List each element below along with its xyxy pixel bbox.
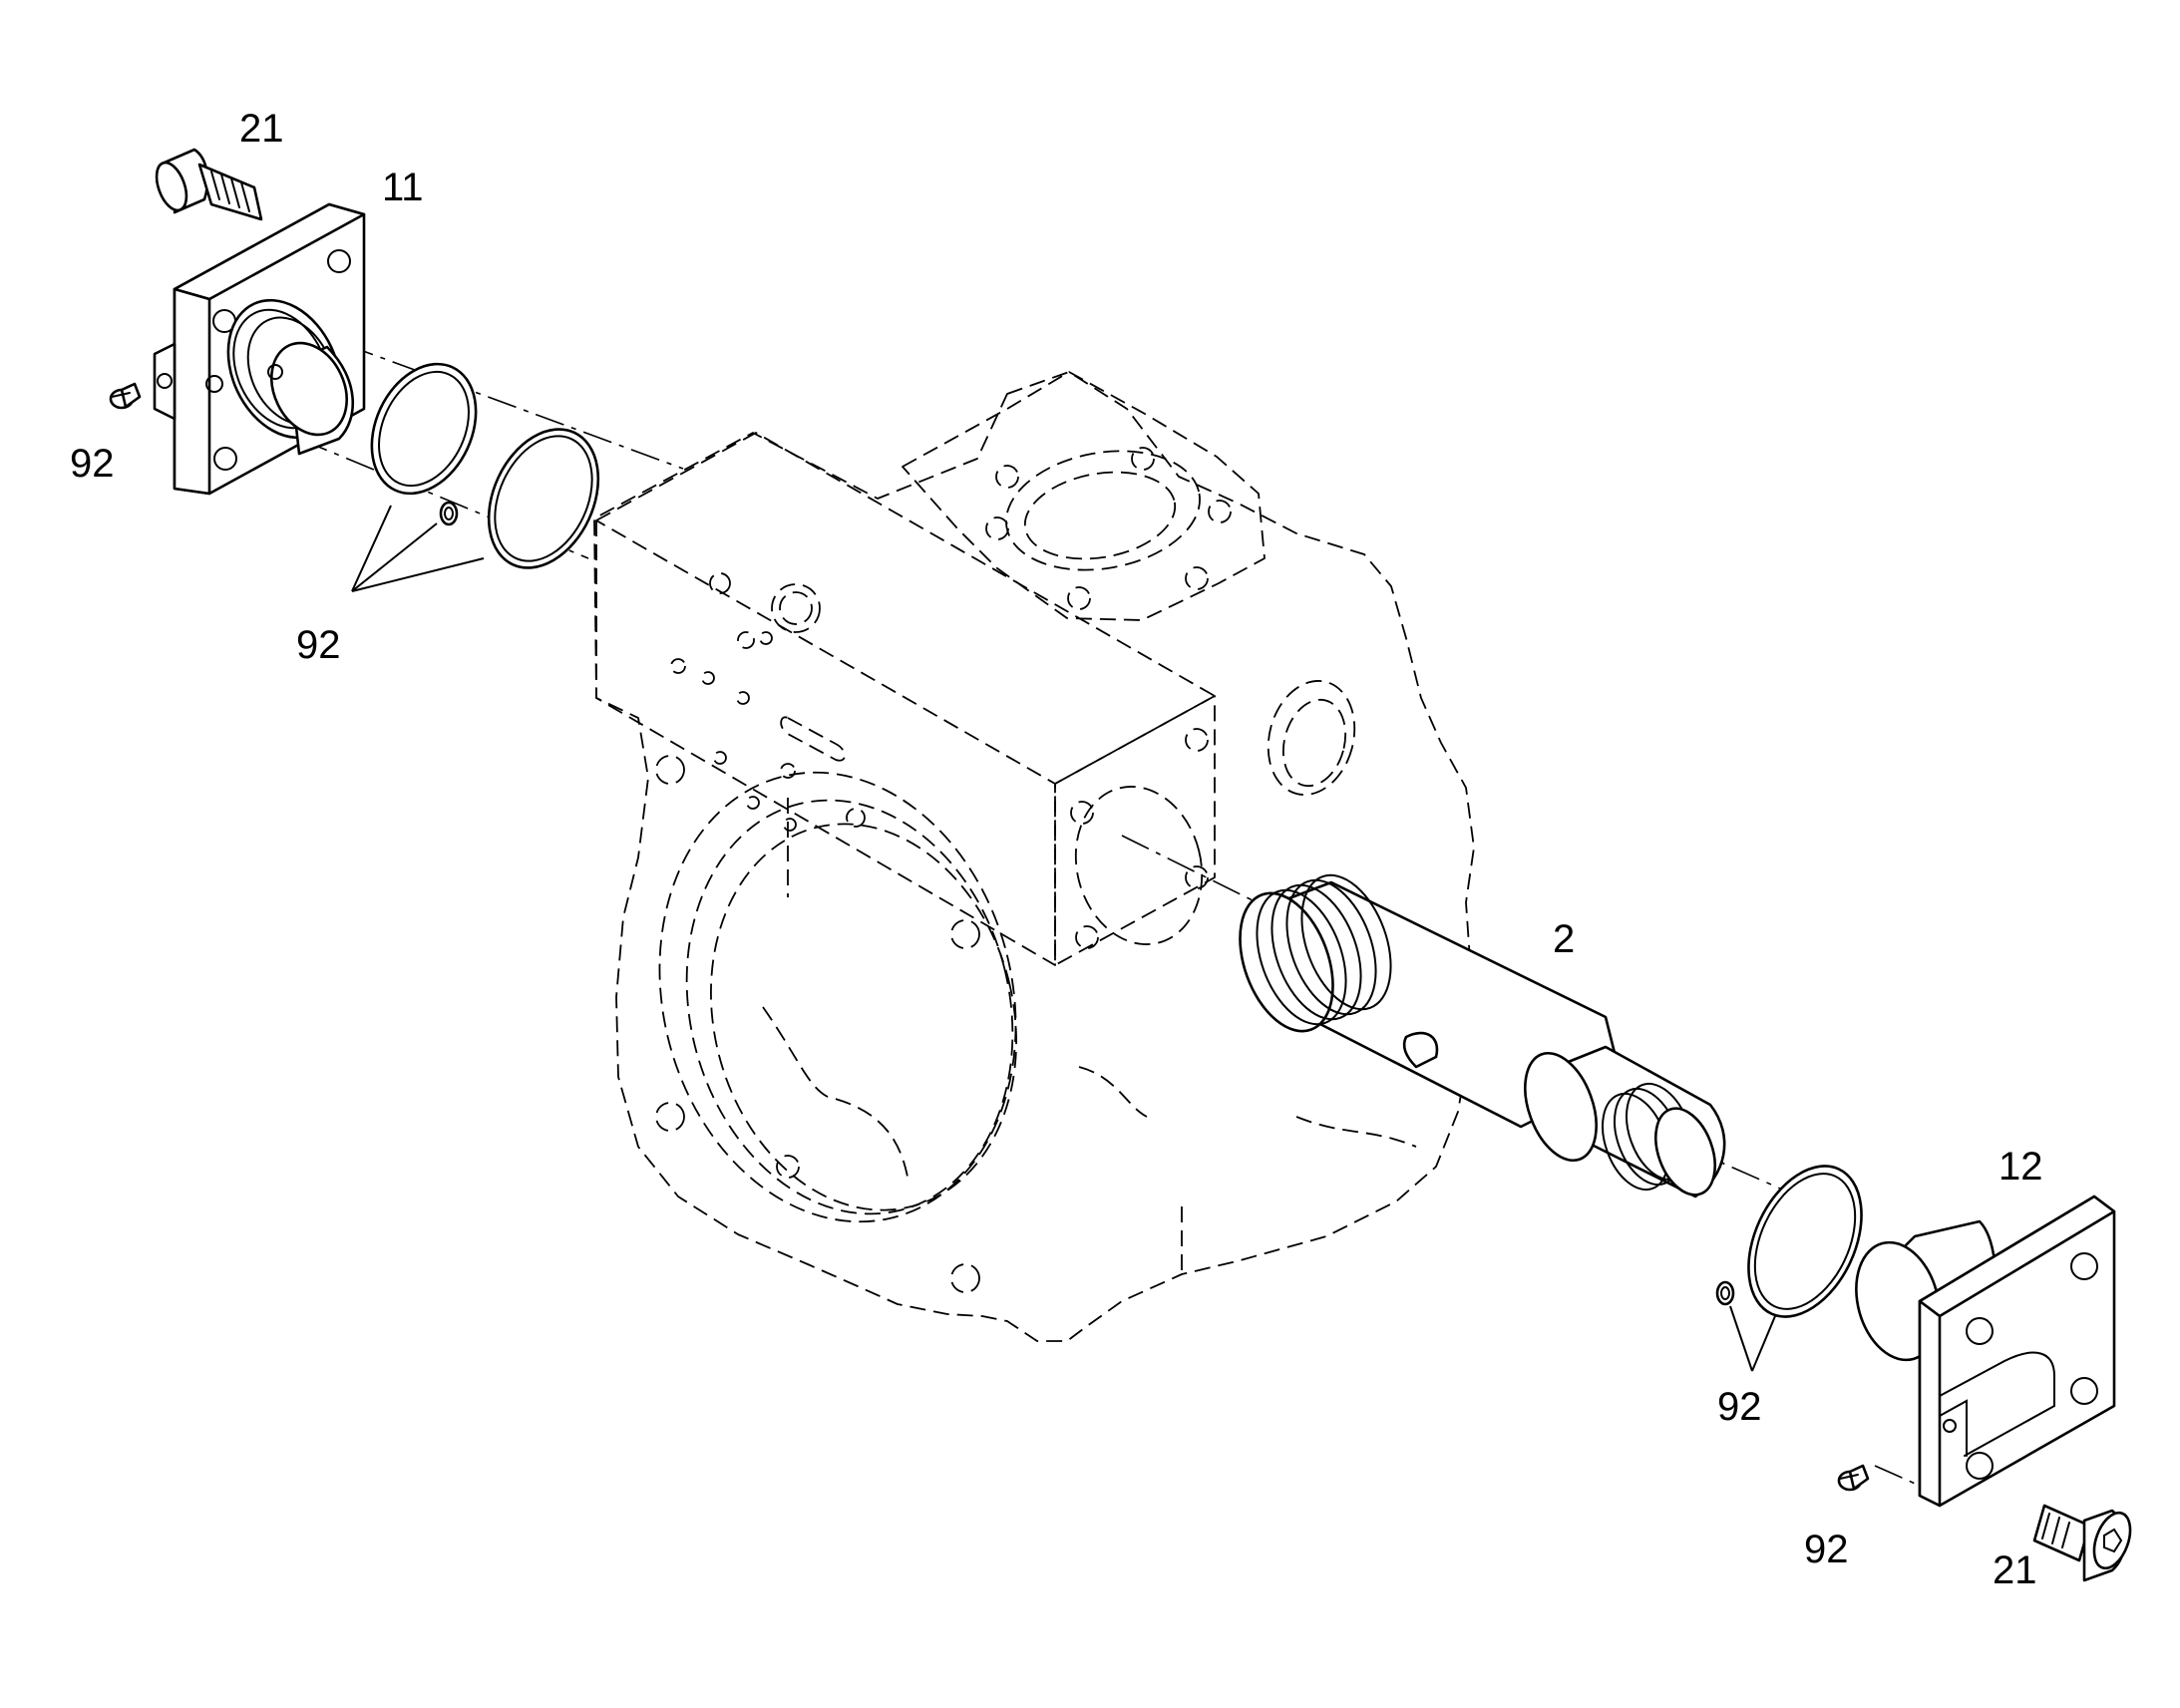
callout-12: 12 <box>1998 1145 2043 1189</box>
pump-housing <box>593 371 1475 1342</box>
callout-92-left-screw: 92 <box>70 442 115 486</box>
callout-labels: 21 11 92 92 2 12 92 92 21 <box>70 107 2043 1592</box>
control-spool <box>1239 873 1726 1198</box>
callout-21-top: 21 <box>239 107 284 151</box>
socket-screw-bottom <box>2032 1504 2132 1582</box>
callout-92-right-screw: 92 <box>1804 1528 1849 1571</box>
end-cover-right <box>1855 1195 2116 1508</box>
o-rings-left <box>370 362 600 569</box>
o-rings-right <box>1715 1165 1863 1318</box>
end-cover-left <box>153 202 366 496</box>
callout-92-left-rings: 92 <box>296 623 341 667</box>
callout-21-bottom: 21 <box>1993 1548 2037 1592</box>
callout-11: 11 <box>382 166 424 209</box>
callout-2: 2 <box>1553 917 1575 961</box>
socket-screw-top <box>155 148 263 221</box>
plug-screw-left <box>109 382 142 410</box>
leader-lines <box>351 505 1776 1372</box>
callout-92-right-rings: 92 <box>1717 1385 1762 1429</box>
plug-screw-right <box>1837 1464 1870 1492</box>
